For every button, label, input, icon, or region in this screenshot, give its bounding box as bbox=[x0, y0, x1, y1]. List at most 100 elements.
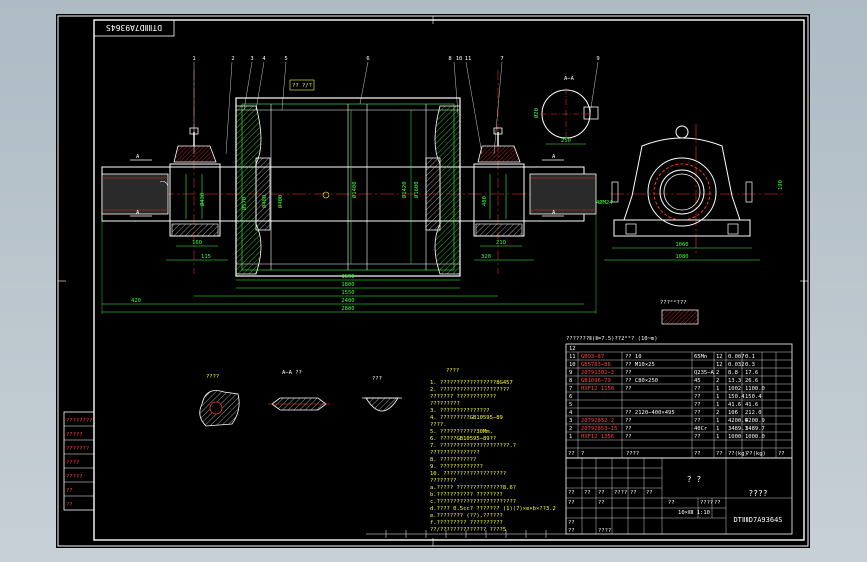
parts-cell-w2: 1100.0 bbox=[745, 386, 765, 392]
svg-text:3. ???????????????: 3. ??????????????? bbox=[430, 408, 490, 414]
dim-d2: 1800 bbox=[341, 282, 354, 288]
svg-text:b.??????????? ????????: b.??????????? ???????? bbox=[430, 492, 503, 498]
svg-text:??: ?? bbox=[716, 451, 723, 457]
dim-d21: 480 bbox=[482, 196, 488, 206]
leader-9: 9 bbox=[596, 56, 599, 62]
leader-2: 2 bbox=[231, 56, 234, 62]
parts-cell-code: HXF12 1150 bbox=[581, 386, 614, 392]
svg-text:???????: ??????? bbox=[66, 446, 89, 452]
parts-cell-qty: 40Cr bbox=[694, 426, 708, 432]
detail-label1: ???? bbox=[206, 374, 219, 380]
svg-text:9. ?????????????: 9. ????????????? bbox=[430, 464, 483, 470]
svg-text:5. ???????????30Mm,: 5. ???????????30Mm, bbox=[430, 429, 493, 435]
detail-1: ???? bbox=[199, 374, 240, 427]
svg-text:????.: ????. bbox=[430, 422, 447, 428]
parts-cell-w2: 0.3 bbox=[745, 362, 755, 368]
svg-text:????: ???? bbox=[614, 490, 627, 496]
hub-right bbox=[425, 105, 461, 275]
svg-text:??: ?? bbox=[646, 490, 653, 496]
leader-4: 4 bbox=[262, 56, 266, 62]
technical-notes: ???? 1. ?????????????????8G457 2. ??????… bbox=[430, 368, 556, 533]
dim-d7: 115 bbox=[201, 254, 211, 260]
parts-cell-no: 5 bbox=[569, 402, 572, 408]
parts-cell-mat: 1 bbox=[716, 402, 719, 408]
parts-cell-name: ?? bbox=[625, 434, 632, 440]
parts-cell-code: 20791302−3 bbox=[581, 370, 614, 376]
parts-cell-w2: 3489.7 bbox=[745, 426, 765, 432]
tech-req-title: ???? bbox=[446, 368, 459, 374]
drawing-sheet[interactable]: DTⅡⅡD7A9364S bbox=[56, 14, 810, 548]
bearing-note: ???????Ⅱ(Ⅱ=7.5)??2°°? (10~m) bbox=[566, 336, 658, 342]
title-name: ? ? bbox=[687, 475, 702, 484]
svg-text:??: ?? bbox=[598, 500, 605, 506]
parts-cell-name: ?? M10×25 bbox=[625, 362, 655, 368]
svg-text:??: ?? bbox=[66, 488, 73, 494]
svg-text:f.????????? ??????????: f.????????? ?????????? bbox=[430, 520, 503, 526]
center-mark bbox=[322, 191, 330, 199]
svg-text:d.???? 0.5cc? ??????? (1)(7)×e: d.???? 0.5cc? ??????? (1)(7)×e×b×??3.2 bbox=[430, 506, 556, 512]
dim-d26: ?? ?/? bbox=[292, 83, 312, 89]
side-view-housing: 1060 1080 190 4ØM24 bbox=[596, 125, 784, 261]
parts-cell-w1: 41.6 bbox=[728, 402, 741, 408]
dim-d15: Ø1420 bbox=[401, 181, 408, 198]
leader-6: 6 bbox=[366, 56, 369, 62]
parts-cell-no: 4 bbox=[569, 410, 573, 416]
svg-text:c.????????????????????????: c.???????????????????????? bbox=[430, 499, 516, 505]
dim-d6: 420 bbox=[131, 298, 141, 304]
svg-text:??: ?? bbox=[568, 500, 575, 506]
dim-d24: Ø20 bbox=[533, 108, 540, 118]
parts-cell-w1: 13.3 bbox=[728, 378, 741, 384]
title-name2: ???? bbox=[748, 489, 767, 498]
leader-10: 10 bbox=[456, 56, 463, 62]
parts-cell-mat: 1 bbox=[716, 426, 719, 432]
shaft bbox=[101, 166, 597, 222]
svg-text:8. ???????????: 8. ??????????? bbox=[430, 457, 476, 463]
dim-d11: 1060 bbox=[675, 242, 688, 248]
parts-cell-w2: 0.1 bbox=[745, 354, 755, 360]
parts-cell-w1: 150.4 bbox=[728, 394, 745, 400]
detail-2: A−A ?? bbox=[268, 370, 330, 411]
parts-cell-w2: 1000.0 bbox=[745, 434, 765, 440]
parts-cell-qty: Q235−A bbox=[694, 370, 715, 376]
svg-text:A: A bbox=[552, 210, 556, 216]
svg-text:??????? ????????????: ??????? ???????????? bbox=[430, 394, 496, 400]
parts-cell-name: ?? bbox=[625, 426, 632, 432]
section-markers: A A A A bbox=[130, 154, 564, 217]
dim-d13: 1080 bbox=[675, 254, 688, 260]
dim-d14: Ø1400 bbox=[351, 181, 358, 198]
dim-d10: 210 bbox=[496, 240, 506, 246]
dim-d1: 1590 bbox=[341, 274, 354, 280]
marker-a2: A bbox=[136, 210, 140, 216]
bottom-ruler bbox=[366, 530, 566, 538]
dim-d20: Ø430 bbox=[199, 193, 206, 206]
parts-cell-w1: 1002 bbox=[728, 386, 741, 392]
svg-text:????????: ???????? bbox=[66, 418, 93, 424]
dim-d4: 2400 bbox=[341, 298, 354, 304]
parts-cell-no: 1 bbox=[569, 434, 572, 440]
code-bottom: DTⅡⅡD7A9364S bbox=[733, 516, 782, 524]
hatch-label: ???°°??? bbox=[660, 300, 687, 306]
svg-text:??/?????????????? ????5: ??/?????????????? ????5 bbox=[430, 527, 506, 533]
parts-cell-code: 20792853−15 bbox=[581, 426, 617, 432]
parts-cell-no: 7 bbox=[569, 386, 572, 392]
parts-cell-w1: 4200.9 bbox=[728, 418, 748, 424]
svg-text:??: ?? bbox=[630, 490, 637, 496]
drawing-canvas[interactable]: DTⅡⅡD7A9364S bbox=[56, 14, 810, 548]
parts-cell-name: ?? bbox=[625, 370, 632, 376]
svg-text:??: ?? bbox=[568, 528, 575, 534]
detail-label3: ??? bbox=[372, 376, 382, 382]
bearing-right bbox=[473, 127, 525, 237]
parts-cell-w1: 0.007 bbox=[728, 354, 745, 360]
svg-text:??: ?? bbox=[778, 451, 785, 457]
svg-text:?????: ????? bbox=[66, 474, 83, 480]
parts-cell-no: 10 bbox=[569, 362, 576, 368]
parts-cell-w1: 0.032 bbox=[728, 362, 745, 368]
svg-text:??: ?? bbox=[568, 451, 575, 457]
parts-cell-w2: 17.6 bbox=[745, 370, 758, 376]
parts-cell-w2: 41.6 bbox=[745, 402, 758, 408]
parts-cell-mat: 1 bbox=[716, 418, 719, 424]
parts-cell-code: HXF12 1356 bbox=[581, 434, 614, 440]
parts-header: 12 bbox=[569, 346, 576, 352]
hub-left bbox=[235, 105, 271, 275]
